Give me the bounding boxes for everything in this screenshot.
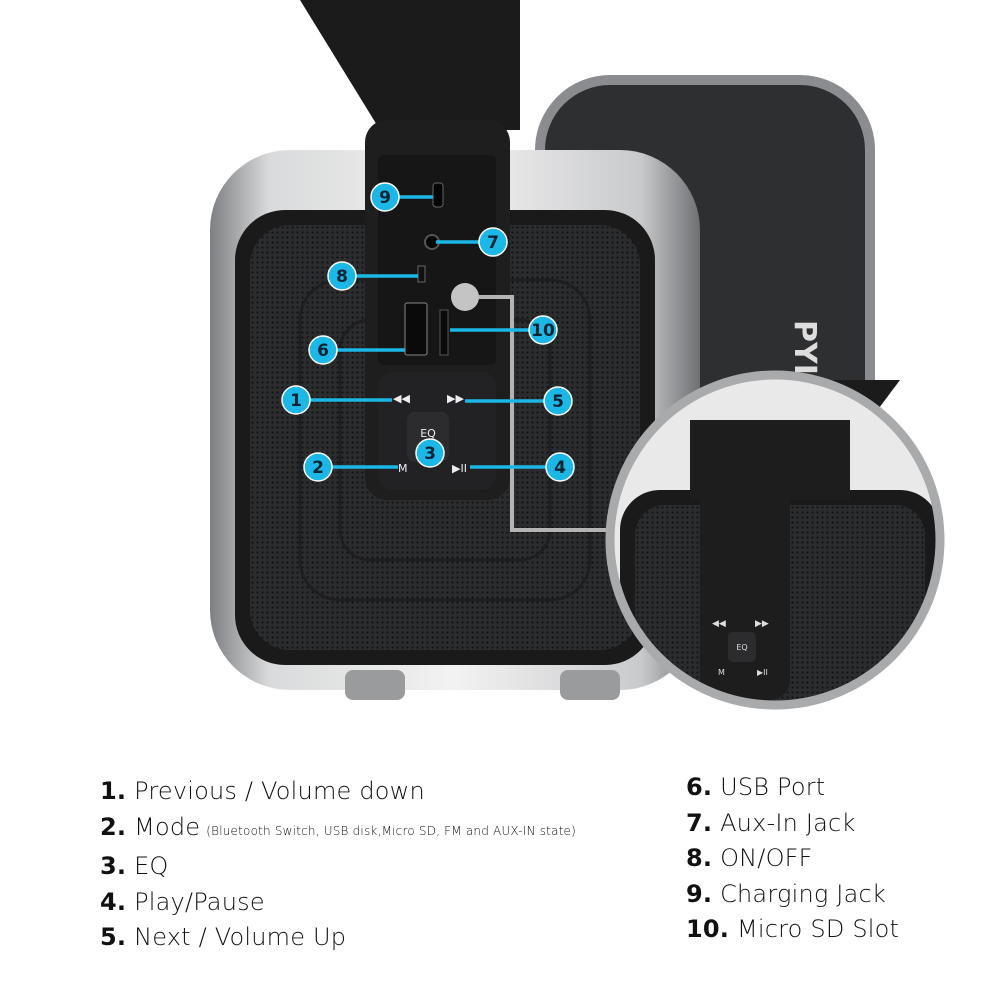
svg-text:8: 8 [336,267,348,287]
carry-strap [300,0,520,130]
micro-sd-slot [439,309,449,356]
svg-text:M: M [718,668,725,677]
callout-10: 10 [528,315,558,345]
svg-text:5: 5 [552,392,564,412]
callout-7: 7 [478,227,508,257]
callout-6: 6 [308,335,338,365]
play-pause-button[interactable]: ▶II [452,462,467,475]
callout-5: 5 [543,386,573,416]
svg-text:7: 7 [487,233,499,253]
svg-text:2: 2 [312,458,324,478]
legend-item: 10. Micro SD Slot [686,915,900,943]
svg-text:▶II: ▶II [757,668,768,677]
usb-port [404,302,428,356]
callout-3: 3 [415,438,445,468]
callout-8: 8 [327,261,357,291]
legend-item: 1. Previous / Volume down [100,777,425,805]
callout-2: 2 [303,452,333,482]
legend-item: 4. Play/Pause [100,887,265,916]
next-button[interactable]: ▶▶ [447,392,464,405]
svg-text:6: 6 [317,341,329,361]
legend-right: 6. USB Port 7. Aux-In Jack 8. ON/OFF 9. … [686,770,899,948]
svg-text:◀◀: ◀◀ [712,619,726,629]
svg-text:EQ: EQ [420,427,436,440]
speaker-illustration: PYLE ◀◀ ▶▶ EQ M ▶II ◀◀ ▶▶ EQ M ▶II [210,0,945,710]
svg-text:4: 4 [554,458,566,478]
magnifier-pointer-line [478,295,625,532]
charging-jack [432,182,444,208]
mode-button[interactable]: M [398,462,408,475]
legend-left: 1. Previous / Volume down 2. Mode(Blueto… [100,774,576,956]
legend-item: 6. USB Port [686,773,826,801]
legend-item: 7. Aux-In Jack [686,808,856,837]
svg-text:10: 10 [531,321,555,341]
callout-1: 1 [281,385,311,415]
on-off-switch [417,265,426,283]
legend-item: 2. Mode(Bluetooth Switch, USB disk,Micro… [100,812,576,841]
svg-text:9: 9 [379,188,391,208]
svg-text:1: 1 [290,391,302,411]
legend-item: 5. Next / Volume Up [100,923,347,951]
callout-9: 9 [370,182,400,212]
legend-item: 9. Charging Jack [686,879,886,908]
legend-item: 8. ON/OFF [686,844,813,872]
svg-text:3: 3 [424,444,436,464]
prev-button[interactable]: ◀◀ [393,392,410,405]
legend-item: 3. EQ [100,852,169,880]
svg-text:▶▶: ▶▶ [755,619,769,629]
callout-4: 4 [545,452,575,482]
svg-text:EQ: EQ [736,643,747,652]
